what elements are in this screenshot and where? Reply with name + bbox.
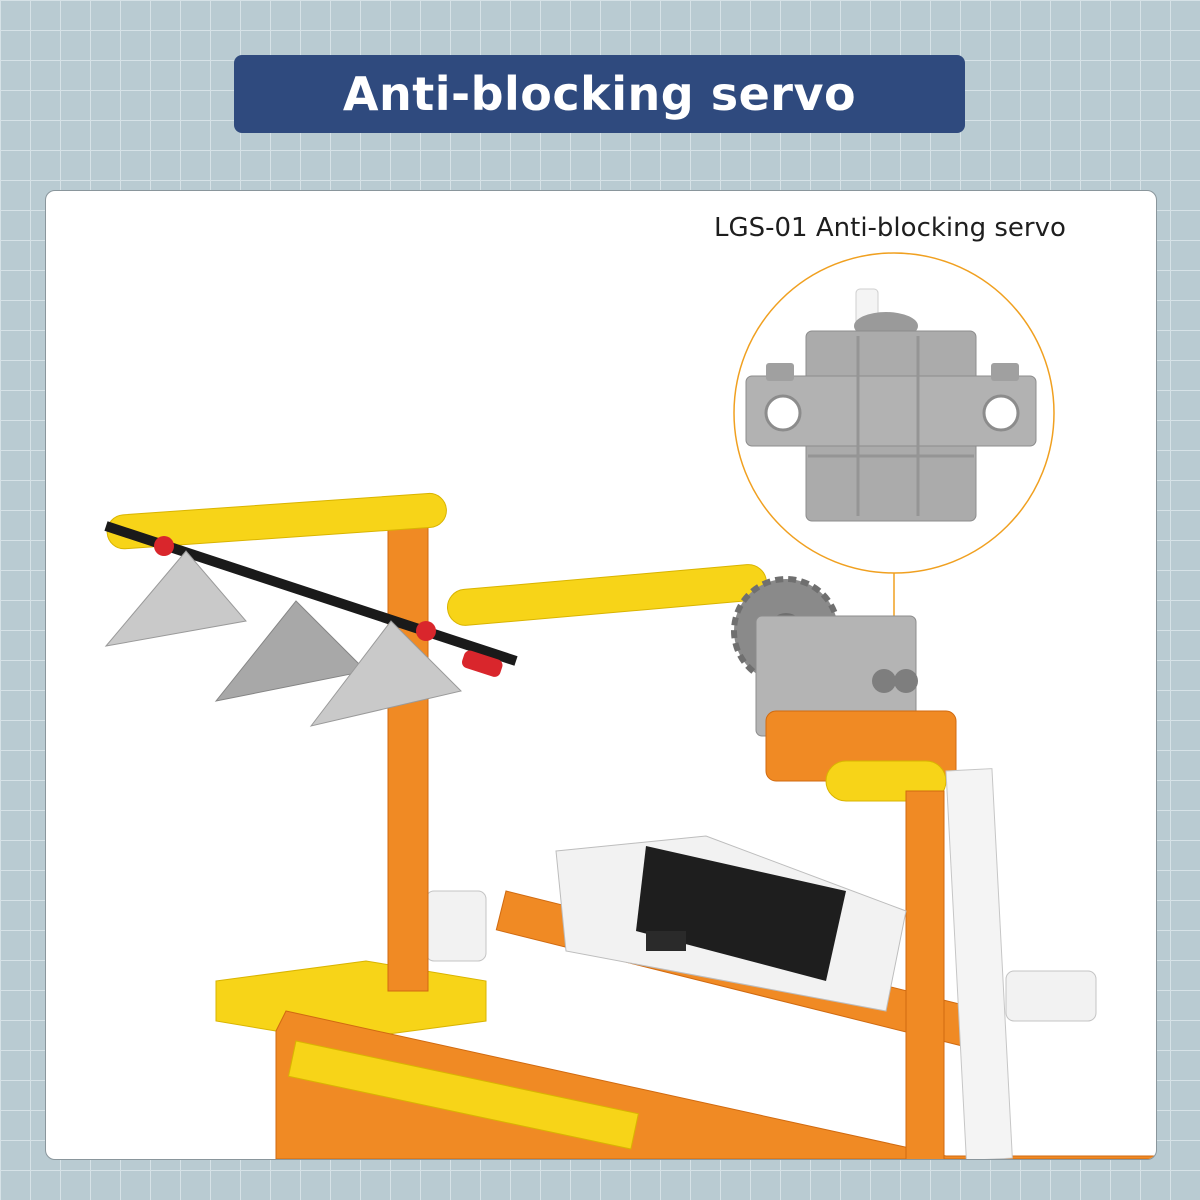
product-photo bbox=[104, 252, 1156, 1159]
top-yellow-beam bbox=[106, 492, 447, 550]
right-white-beam bbox=[945, 768, 1013, 1159]
page-title: Anti-blocking servo bbox=[342, 67, 857, 121]
axle-with-connectors bbox=[104, 521, 518, 727]
title-banner: Anti-blocking servo bbox=[234, 55, 965, 133]
servo-closeup bbox=[745, 288, 1037, 522]
servo-callout bbox=[733, 252, 1055, 631]
mounted-servo bbox=[755, 615, 957, 802]
product-photo-panel: LGS-01 Anti-blocking servo bbox=[45, 190, 1157, 1160]
controller-board bbox=[555, 835, 907, 1012]
right-orange-beam bbox=[905, 790, 945, 1159]
left-vertical-beam bbox=[387, 520, 429, 992]
callout-label: LGS-01 Anti-blocking servo bbox=[714, 213, 1066, 243]
arm-yellow-beam bbox=[447, 564, 767, 626]
